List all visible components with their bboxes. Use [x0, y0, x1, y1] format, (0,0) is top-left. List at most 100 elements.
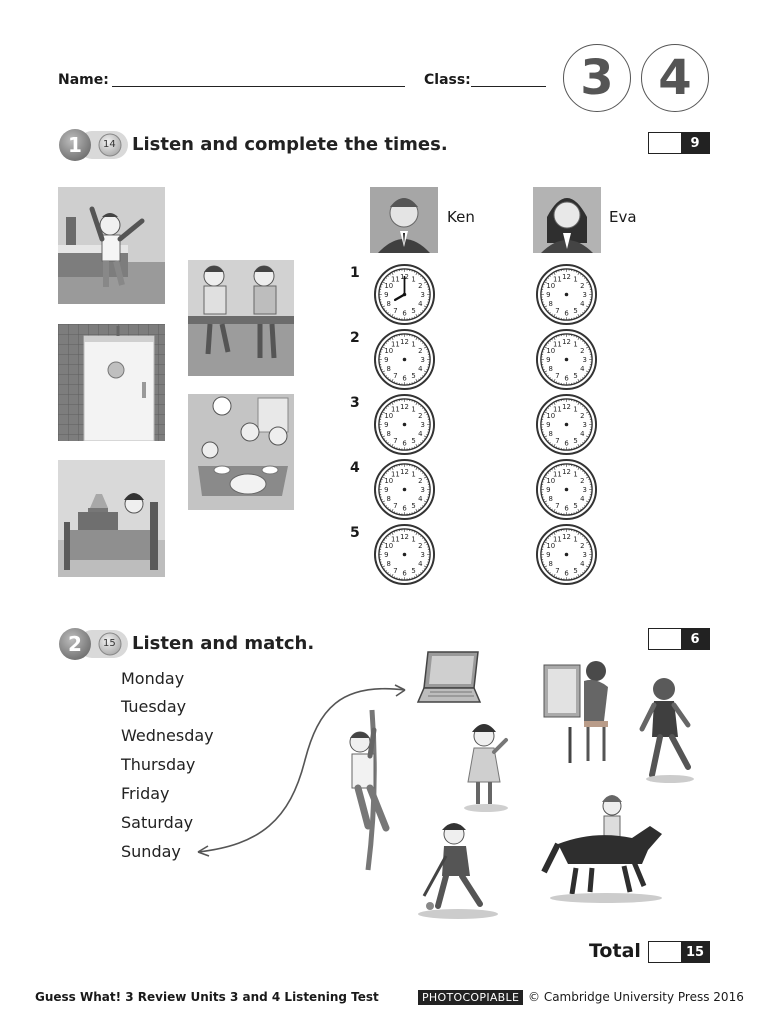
exercise-1-title: Listen and complete the times.: [132, 134, 448, 155]
person-name-eva: Eva: [609, 208, 637, 226]
svg-text:3: 3: [421, 356, 425, 364]
svg-text:5: 5: [573, 307, 577, 315]
svg-text:1: 1: [573, 535, 577, 543]
total-score-box: 15: [648, 941, 710, 963]
svg-text:9: 9: [384, 551, 388, 559]
svg-text:5: 5: [573, 372, 577, 380]
exercise-2-score-box: 6: [648, 628, 710, 650]
svg-text:3: 3: [583, 291, 587, 299]
svg-text:8: 8: [549, 560, 553, 568]
svg-text:5: 5: [573, 502, 577, 510]
row-number: 3: [350, 395, 360, 411]
svg-text:7: 7: [393, 502, 397, 510]
svg-text:3: 3: [421, 486, 425, 494]
footer-title: Guess What! 3 Review Units 3 and 4 Liste…: [35, 990, 379, 1004]
picture-boys-eating-lunch: [188, 260, 294, 376]
picture-girl-running: [639, 678, 694, 783]
svg-text:2: 2: [418, 282, 422, 290]
svg-text:11: 11: [553, 535, 562, 543]
picture-girl-playing-hockey: [418, 823, 498, 919]
svg-text:1: 1: [573, 340, 577, 348]
svg-text:7: 7: [393, 372, 397, 380]
exercise-2-badge: [59, 628, 128, 660]
svg-text:3: 3: [583, 551, 587, 559]
svg-text:7: 7: [393, 307, 397, 315]
svg-text:4: 4: [580, 430, 584, 438]
svg-text:11: 11: [391, 405, 400, 413]
row-number: 1: [350, 265, 360, 281]
svg-text:10: 10: [546, 477, 555, 485]
photo-ken: [370, 187, 438, 253]
svg-text:11: 11: [391, 535, 400, 543]
svg-text:9: 9: [384, 291, 388, 299]
svg-text:6: 6: [402, 504, 406, 512]
picture-laptop: [416, 651, 482, 703]
picture-boy-riding-horse: [541, 795, 662, 903]
svg-text:8: 8: [387, 495, 391, 503]
svg-text:2: 2: [580, 282, 584, 290]
day-item: Saturday: [121, 813, 194, 832]
exercise-2-score: 6: [681, 629, 709, 649]
svg-text:8: 8: [549, 300, 553, 308]
svg-text:10: 10: [546, 347, 555, 355]
name-field[interactable]: [112, 86, 405, 87]
svg-text:1: 1: [411, 535, 415, 543]
svg-text:2: 2: [418, 477, 422, 485]
svg-text:6: 6: [402, 439, 406, 447]
svg-text:6: 6: [564, 374, 568, 382]
svg-text:11: 11: [391, 470, 400, 478]
unit-circle-3: 3: [563, 44, 631, 112]
svg-text:11: 11: [553, 275, 562, 283]
svg-text:1: 1: [573, 405, 577, 413]
svg-text:5: 5: [411, 372, 415, 380]
svg-text:6: 6: [564, 309, 568, 317]
svg-text:12: 12: [400, 468, 409, 476]
svg-text:4: 4: [580, 495, 584, 503]
svg-text:2: 2: [418, 347, 422, 355]
picture-girl-waving: [464, 724, 508, 812]
svg-text:4: 4: [580, 365, 584, 373]
exercise-2-number: 2: [68, 632, 82, 656]
svg-text:10: 10: [546, 542, 555, 550]
svg-text:7: 7: [555, 567, 559, 575]
svg-text:12: 12: [562, 403, 571, 411]
svg-text:9: 9: [546, 356, 550, 364]
exercise-1-badge: [59, 129, 128, 161]
svg-text:1: 1: [411, 340, 415, 348]
svg-text:6: 6: [564, 504, 568, 512]
svg-text:11: 11: [391, 340, 400, 348]
svg-text:1: 1: [411, 275, 415, 283]
total-score: 15: [681, 942, 709, 962]
svg-text:3: 3: [583, 486, 587, 494]
svg-text:9: 9: [546, 486, 550, 494]
svg-text:10: 10: [384, 412, 393, 420]
svg-text:7: 7: [555, 307, 559, 315]
svg-text:11: 11: [553, 405, 562, 413]
photo-eva: [533, 187, 601, 253]
svg-text:6: 6: [564, 439, 568, 447]
person-name-ken: Ken: [447, 208, 475, 226]
exercise-1-track: 14: [103, 139, 116, 150]
class-label: Class:: [424, 72, 471, 88]
svg-text:8: 8: [387, 365, 391, 373]
class-field[interactable]: [471, 86, 546, 87]
svg-text:12: 12: [400, 403, 409, 411]
day-item: Thursday: [121, 755, 196, 774]
svg-text:10: 10: [546, 282, 555, 290]
svg-text:1: 1: [411, 405, 415, 413]
svg-text:11: 11: [553, 340, 562, 348]
total-label: Total: [589, 940, 641, 962]
svg-text:5: 5: [573, 437, 577, 445]
svg-text:5: 5: [411, 437, 415, 445]
photocopiable-badge: PHOTOCOPIABLE: [418, 990, 524, 1005]
